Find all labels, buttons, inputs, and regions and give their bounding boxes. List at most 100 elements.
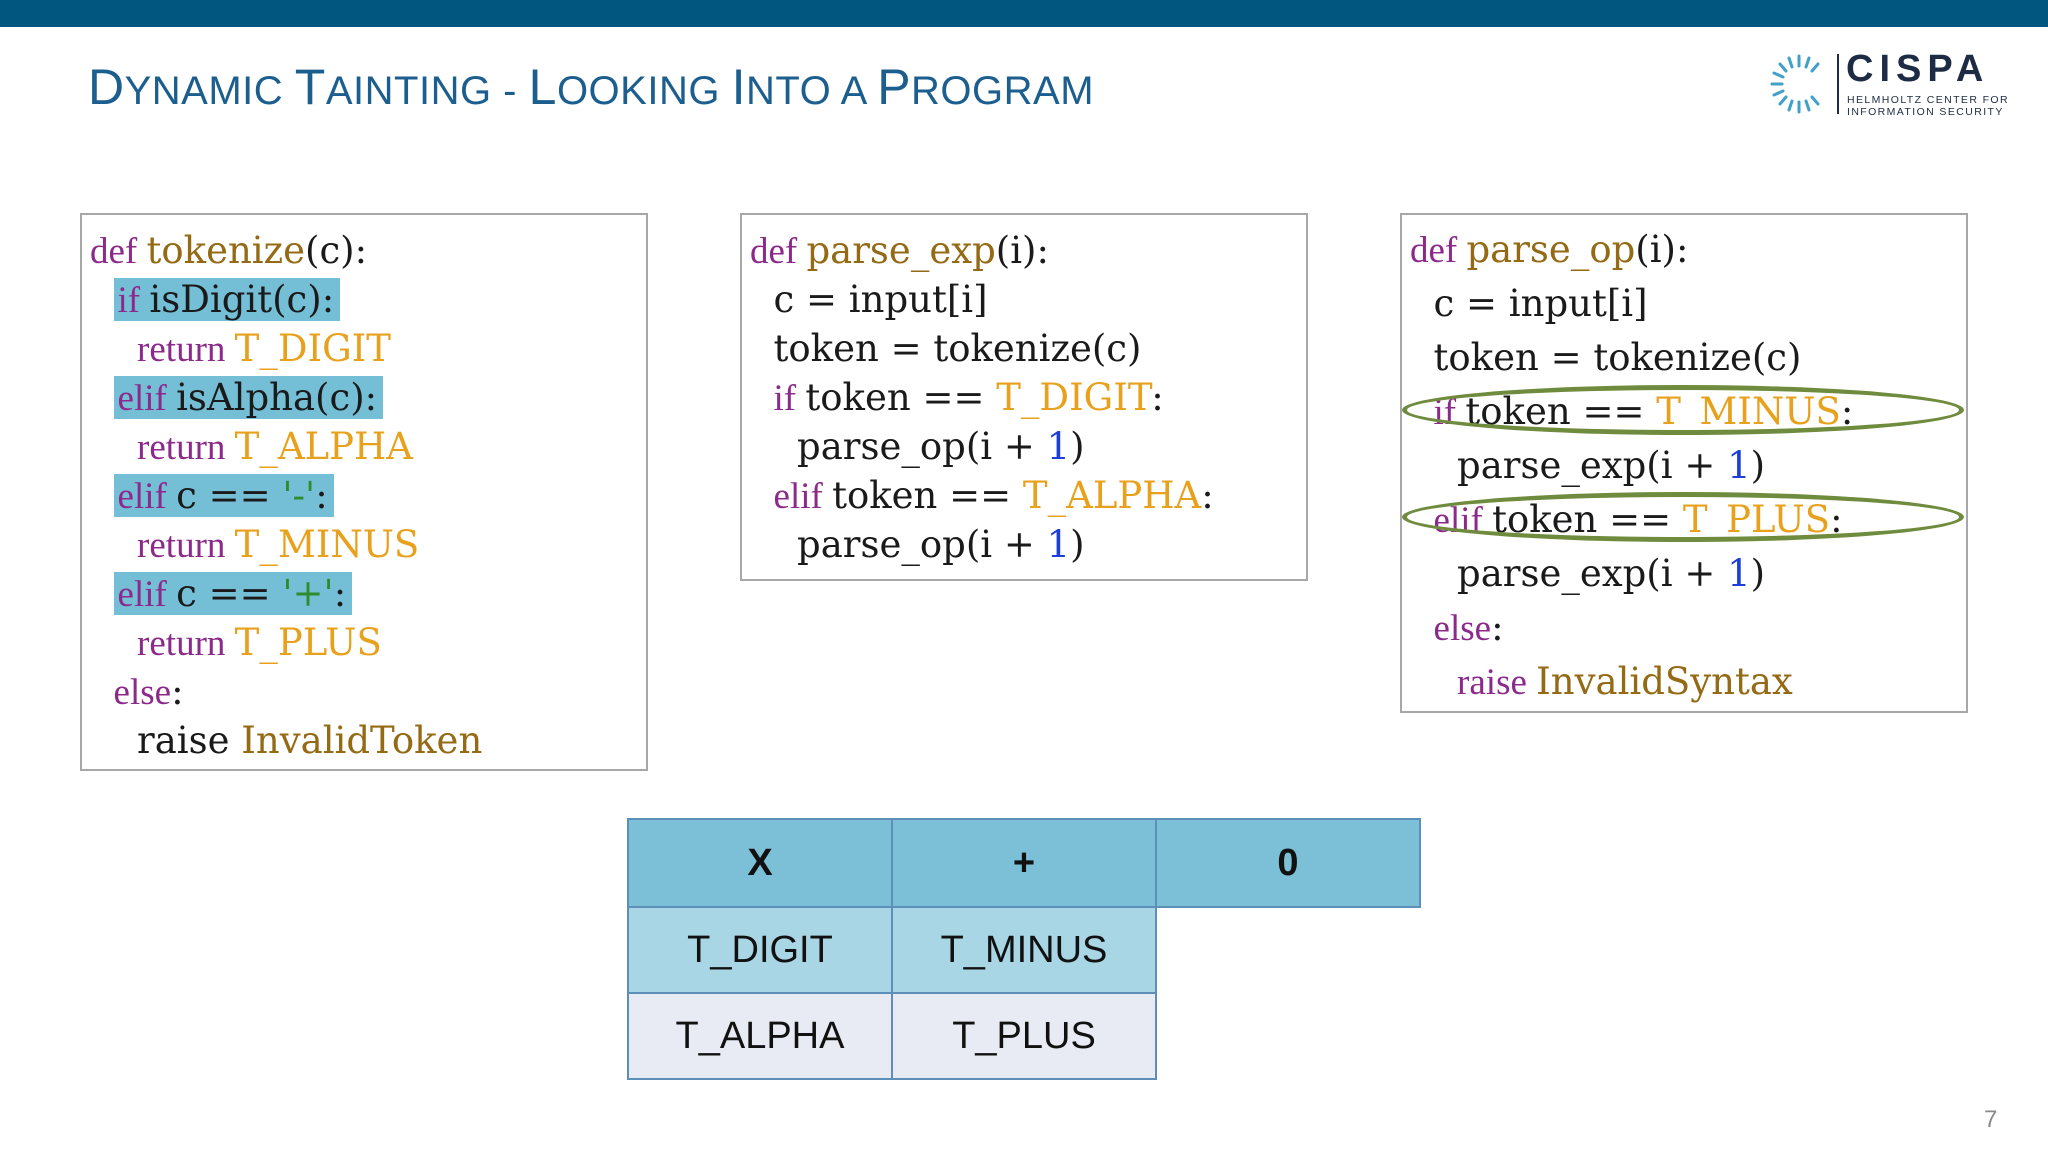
code-token: ) xyxy=(1750,444,1766,487)
code-line: raise InvalidToken xyxy=(90,716,646,765)
code-line: parse_exp(i + 1) xyxy=(1410,547,1966,601)
code-token: (i): xyxy=(995,229,1049,272)
code-line: elif token == T_PLUS: xyxy=(1410,493,1966,547)
code-line: return T_MINUS xyxy=(90,520,646,569)
code-token: tokenize xyxy=(146,229,306,272)
input-char-cell: X xyxy=(627,818,893,908)
code-token: '+' xyxy=(282,572,334,615)
title-rest-ynamic: YNAMIC xyxy=(124,69,295,113)
code-token: 1 xyxy=(1727,444,1751,487)
title-initial-d: D xyxy=(88,59,125,115)
code-token: (i): xyxy=(1635,228,1689,271)
code-token: else xyxy=(1433,608,1492,649)
code-indent xyxy=(90,621,137,664)
title-rest-rogram: ROGRAM xyxy=(911,69,1095,113)
code-token: : xyxy=(315,474,328,517)
code-token: : xyxy=(1840,390,1854,433)
code-token: if xyxy=(1433,392,1466,433)
slide-title: DYNAMIC TAINTING - LOOKING INTO A PROGRA… xyxy=(88,58,1094,116)
token-cell: T_MINUS xyxy=(891,906,1157,994)
code-indent xyxy=(750,327,774,370)
code-line: if token == T_DIGIT: xyxy=(750,373,1306,422)
code-line: token = tokenize(c) xyxy=(750,324,1306,373)
code-token: elif xyxy=(773,476,833,517)
code-indent xyxy=(750,376,774,419)
code-indent xyxy=(90,474,114,517)
token-cell: T_ALPHA xyxy=(627,992,893,1080)
code-indent xyxy=(750,523,797,566)
code-token: c = input[i] xyxy=(773,278,988,321)
code-token: elif xyxy=(117,574,177,615)
code-token: elif xyxy=(117,378,177,419)
code-token: token = tokenize(c) xyxy=(773,327,1142,370)
code-token: elif xyxy=(117,476,177,517)
code-line: token = tokenize(c) xyxy=(1410,331,1966,385)
code-line: return T_DIGIT xyxy=(90,324,646,373)
code-indent xyxy=(750,278,774,321)
input-char-cell: + xyxy=(891,818,1157,908)
code-token: def xyxy=(90,231,147,272)
code-token: : xyxy=(333,572,347,615)
code-box-parse-exp: def parse_exp(i): c = input[i] token = t… xyxy=(740,213,1308,581)
code-token: '-' xyxy=(282,474,316,517)
code-token: def xyxy=(750,231,807,272)
top-bar xyxy=(0,0,2048,27)
taint-highlight: if isDigit(c): xyxy=(113,278,341,321)
code-line: elif c == '-': xyxy=(90,471,646,520)
code-token: 1 xyxy=(1046,425,1071,468)
code-token: raise xyxy=(1457,662,1537,703)
code-indent xyxy=(90,425,137,468)
code-token: return xyxy=(137,525,235,566)
code-token: ) xyxy=(1750,552,1766,595)
code-token: T_DIGIT xyxy=(234,327,391,370)
code-token: parse_exp(i + xyxy=(1457,444,1728,487)
code-token: : xyxy=(1491,606,1504,649)
page-number: 7 xyxy=(1984,1106,1998,1133)
code-indent xyxy=(90,670,114,713)
code-indent xyxy=(1410,552,1457,595)
code-token: raise xyxy=(137,719,242,762)
code-indent xyxy=(1410,282,1434,325)
code-indent xyxy=(90,572,114,615)
input-char-cell: 0 xyxy=(1155,818,1421,908)
code-token: T_PLUS xyxy=(234,621,382,664)
code-token: else xyxy=(113,672,172,713)
code-token: if xyxy=(117,280,150,321)
code-token: InvalidToken xyxy=(241,719,483,762)
code-token: parse_exp xyxy=(806,229,996,272)
code-token: token == xyxy=(805,376,997,419)
code-line: elif token == T_ALPHA: xyxy=(750,471,1306,520)
title-rest-ooking: OOKING xyxy=(556,69,732,113)
code-line: parse_op(i + 1) xyxy=(750,520,1306,569)
code-box-tokenize: def tokenize(c): if isDigit(c): return T… xyxy=(80,213,648,771)
title-initial-l: L xyxy=(528,59,557,115)
code-token: parse_op(i + xyxy=(797,523,1047,566)
empty-cell xyxy=(1156,993,1420,1079)
code-indent xyxy=(1410,336,1434,379)
code-line: if isDigit(c): xyxy=(90,275,646,324)
code-token: T_DIGIT xyxy=(996,376,1152,419)
code-line: c = input[i] xyxy=(1410,277,1966,331)
token-table-header-row: X + 0 xyxy=(627,818,1421,908)
code-line: else: xyxy=(1410,601,1966,655)
code-token: def xyxy=(1410,230,1467,271)
code-line: parse_exp(i + 1) xyxy=(1410,439,1966,493)
code-token: parse_exp(i + xyxy=(1457,552,1728,595)
code-token: parse_op xyxy=(1466,228,1636,271)
code-token: T_MINUS xyxy=(1656,390,1841,433)
cispa-logo-icon xyxy=(1770,54,1820,114)
code-line: return T_PLUS xyxy=(90,618,646,667)
code-line: def parse_op(i): xyxy=(1410,223,1966,277)
code-token: isAlpha(c): xyxy=(176,376,378,419)
code-token: : xyxy=(1830,498,1843,541)
taint-highlight: elif c == '+': xyxy=(113,572,353,615)
code-token: parse_op(i + xyxy=(797,425,1047,468)
code-token: isDigit(c): xyxy=(149,278,335,321)
code-indent xyxy=(90,523,137,566)
code-indent xyxy=(1410,498,1434,541)
code-line: else: xyxy=(90,667,646,716)
code-token: T_ALPHA xyxy=(234,425,414,468)
code-box-parse-op: def parse_op(i): c = input[i] token = to… xyxy=(1400,213,1968,713)
token-table: X + 0 T_DIGIT T_MINUS T_ALPHA T_PLUS xyxy=(627,818,1421,1080)
code-token: : xyxy=(1201,474,1214,517)
